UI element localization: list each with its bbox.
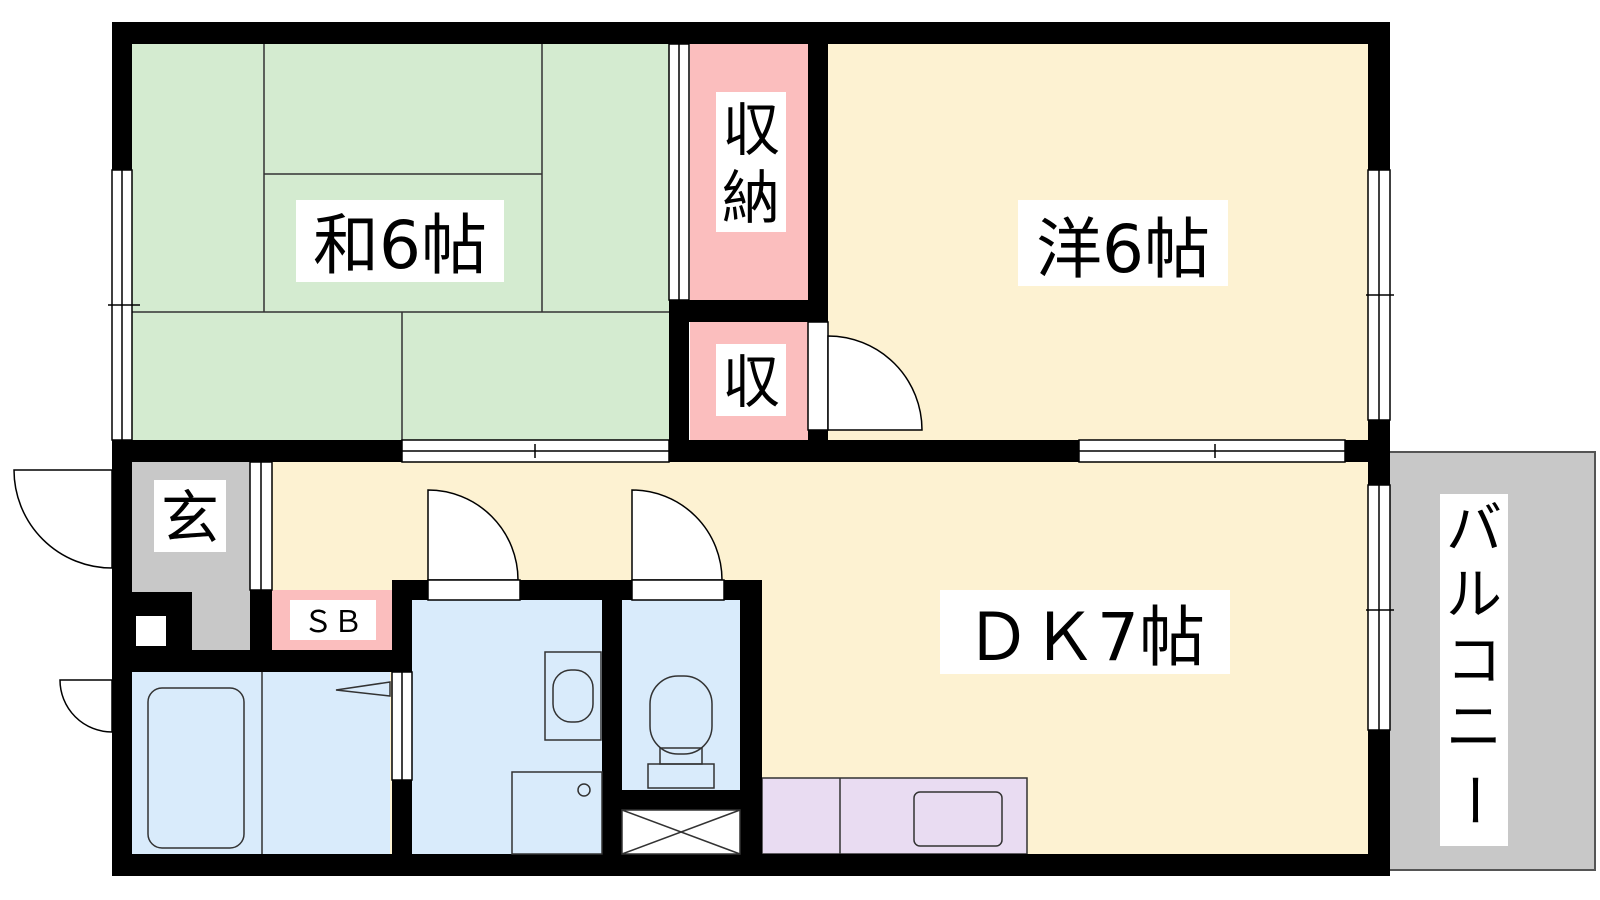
label-backgrounds: [154, 92, 1508, 846]
dk-label: ＤＫ7帖: [965, 599, 1205, 676]
washbasin: [544, 651, 602, 741]
window-marks: [108, 44, 1394, 780]
washing-machine: [511, 771, 603, 855]
genkan-step-inner: [136, 616, 166, 646]
balcony-label-4: ニ: [1446, 695, 1502, 760]
toilet-area: [622, 600, 740, 790]
tatami-lines: [132, 44, 669, 442]
kitchen-counter: [761, 777, 1028, 855]
shuno-label-2: 納: [722, 164, 780, 232]
balcony-label-5: ー: [1440, 772, 1505, 828]
toilet-bowl: [649, 675, 713, 755]
bathroom-area: [132, 672, 390, 854]
balcony-label-2: ル: [1446, 563, 1502, 628]
shower-mark: [335, 681, 391, 697]
kitchen-sink: [913, 791, 1003, 847]
balcony-label-1: バ: [1446, 497, 1502, 562]
fixtures: [147, 651, 1003, 855]
doors: [13, 321, 923, 733]
washroom-area: [412, 600, 602, 854]
yoshitsu-label: 洋6帖: [1036, 211, 1210, 288]
shuno-label-1: 収: [722, 96, 780, 164]
bathtub: [147, 687, 245, 849]
sb-label: ＳＢ: [303, 605, 363, 640]
washitsu-label: 和6帖: [313, 207, 487, 284]
genkan-label: 玄: [161, 484, 219, 552]
shu-label: 収: [722, 348, 780, 416]
balcony-label-3: コ: [1446, 629, 1502, 694]
